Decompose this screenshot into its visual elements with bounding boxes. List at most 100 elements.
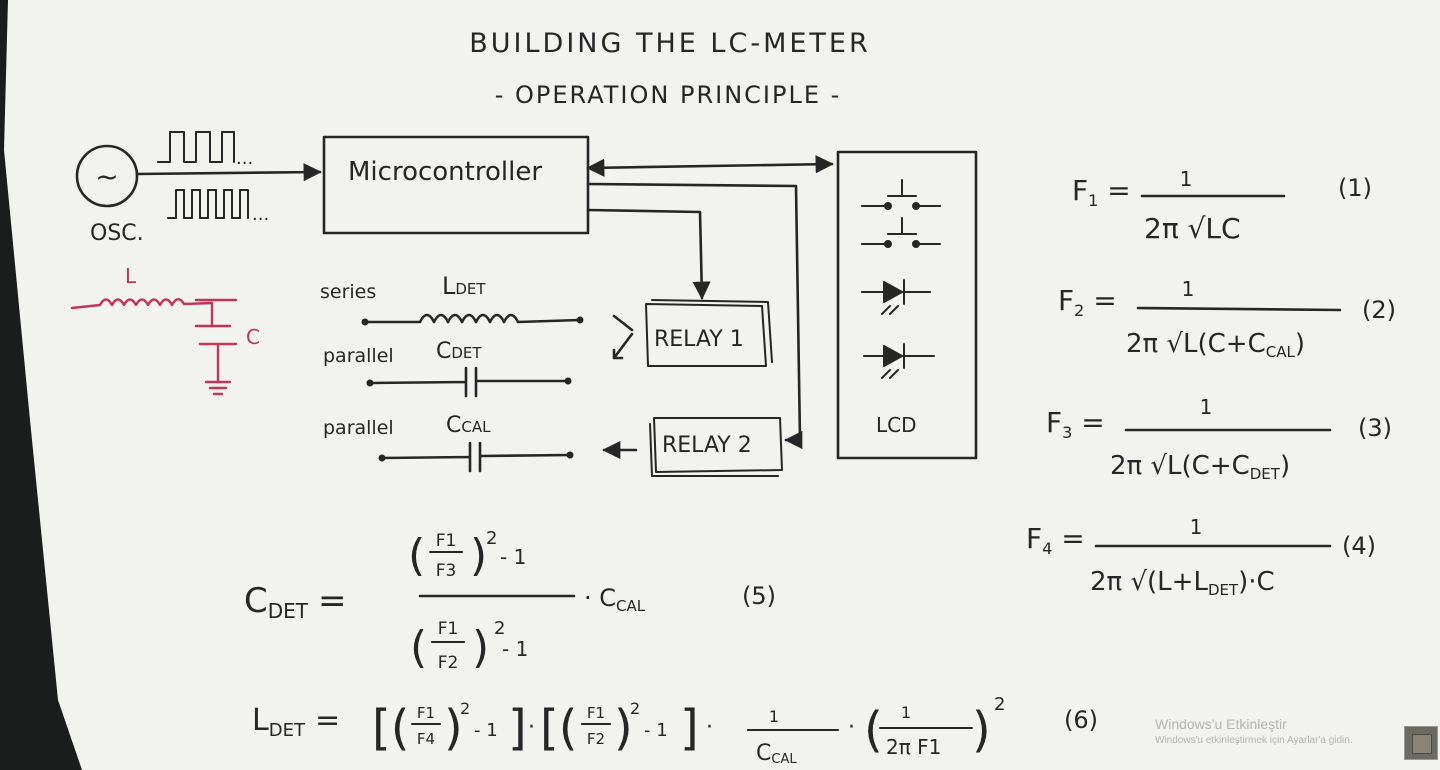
equation-4: F4 = 1 2π √(L+LDET)·C (4) <box>1026 515 1376 599</box>
parallel-label-1: parallel <box>323 345 394 367</box>
wave-slow <box>157 131 235 163</box>
svg-text:·: · <box>706 715 713 740</box>
svg-text:2: 2 <box>486 528 497 549</box>
svg-text:- 1: - 1 <box>500 545 526 569</box>
svg-text:F2: F2 <box>438 653 459 673</box>
svg-text:F1: F1 <box>587 704 605 722</box>
svg-text:(: ( <box>410 622 427 673</box>
svg-text:·: · <box>528 715 535 740</box>
svg-text:CDET=: CDET= <box>244 581 347 623</box>
svg-text:1: 1 <box>1190 515 1203 539</box>
svg-text:(6): (6) <box>1064 706 1098 734</box>
svg-text:2: 2 <box>630 699 640 718</box>
svg-text:F1: F1 <box>436 531 457 551</box>
svg-text:(1): (1) <box>1338 174 1372 202</box>
svg-text:CCAL: CCAL <box>756 741 797 767</box>
equation-6: LDET= [( F1 F4 ) 2 - 1 ] · [( F1 F2 ) 2 … <box>252 694 1098 767</box>
svg-text:F4: F4 <box>417 730 435 748</box>
ccal-name: CCAL <box>446 413 491 438</box>
relay-2-label: RELAY 2 <box>662 433 752 458</box>
svg-text:LDET=: LDET= <box>252 703 340 741</box>
svg-text:2π √LC: 2π √LC <box>1144 212 1241 245</box>
parallel-label-2: parallel <box>323 417 394 439</box>
svg-text:): ) <box>972 702 991 758</box>
relay-1-label: RELAY 1 <box>654 327 744 352</box>
lc-tank: L C <box>70 264 260 396</box>
svg-text:(4): (4) <box>1342 532 1376 560</box>
svg-text:]: ] <box>680 700 699 756</box>
title-line-2: - OPERATION PRINCIPLE - <box>495 81 842 109</box>
svg-text:F4 =: F4 = <box>1026 522 1085 558</box>
lcd-block: LCD <box>836 150 978 460</box>
relay-1: RELAY 1 <box>612 299 773 367</box>
parallel-cdet-row: parallel CDET <box>323 339 572 398</box>
svg-text:2: 2 <box>994 694 1005 715</box>
svg-text:1: 1 <box>1180 167 1193 191</box>
svg-text:F3 =: F3 = <box>1046 406 1105 442</box>
cdet-name: CDET <box>436 339 482 364</box>
equation-1: F1 = 1 2π √LC (1) <box>1072 167 1372 245</box>
svg-text:2: 2 <box>494 618 505 639</box>
svg-text:F1: F1 <box>417 704 435 722</box>
svg-text:[(: [( <box>372 700 409 756</box>
svg-text:2π √L(C+CDET): 2π √L(C+CDET) <box>1110 451 1290 483</box>
svg-text:- 1: - 1 <box>502 637 528 661</box>
push-button-2 <box>861 217 941 248</box>
svg-text:2: 2 <box>460 699 470 718</box>
equation-2: F2 = 1 2π √L(C+CCAL) (2) <box>1058 277 1396 361</box>
svg-text:2π √L(C+CCAL): 2π √L(C+CCAL) <box>1126 329 1305 361</box>
lcd-label: LCD <box>876 413 917 437</box>
svg-text:(: ( <box>864 702 883 758</box>
svg-text:1: 1 <box>1200 395 1213 419</box>
equation-5: CDET= ( F1 F3 ) 2 - 1 ( F1 F2 ) 2 - 1 · … <box>244 528 776 673</box>
mcu-relay1-line <box>586 208 711 300</box>
svg-text:- 1: - 1 <box>474 720 498 741</box>
oscillator-label: OSC. <box>90 221 144 246</box>
relay-2: RELAY 2 <box>602 417 783 477</box>
wave-slow-dots: ... <box>236 148 253 169</box>
svg-text:- 1: - 1 <box>644 720 668 741</box>
svg-text:F3: F3 <box>436 561 457 581</box>
led-1 <box>861 279 931 315</box>
parallel-ccal-row: parallel CCAL <box>323 413 574 473</box>
svg-text:): ) <box>444 700 463 756</box>
svg-text:[(: [( <box>540 700 577 756</box>
led-2 <box>863 343 935 379</box>
series-label: series <box>320 281 376 303</box>
svg-text:1: 1 <box>901 703 911 722</box>
svg-text:]: ] <box>508 700 527 756</box>
svg-text:): ) <box>472 622 489 673</box>
push-button-1 <box>861 179 941 210</box>
oscillator-symbol: ~ <box>95 160 118 193</box>
svg-text:F1: F1 <box>438 619 459 639</box>
title-line-1: BUILDING THE LC-METER <box>469 28 871 59</box>
wave-fast <box>167 189 249 219</box>
svg-text:· CCAL: · CCAL <box>584 584 646 615</box>
video-thumbnail-icon[interactable] <box>1404 726 1438 760</box>
windows-activation-watermark: Windows'u Etkinleştir Windows'u etkinleş… <box>1155 716 1353 746</box>
svg-text:): ) <box>470 530 487 581</box>
svg-text:(3): (3) <box>1358 414 1392 442</box>
svg-text:2π F1: 2π F1 <box>886 735 941 759</box>
svg-text:(: ( <box>408 530 425 581</box>
series-ldet-row: series LDET <box>320 272 584 326</box>
svg-text:1: 1 <box>1182 277 1195 301</box>
svg-text:2π √(L+LDET)·C: 2π √(L+LDET)·C <box>1090 567 1275 599</box>
watermark-subtitle: Windows'u etkinleştirmek için Ayarlar'a … <box>1155 735 1353 746</box>
watermark-title: Windows'u Etkinleştir <box>1155 716 1287 732</box>
paper-sheet <box>4 0 1440 770</box>
equation-3: F3 = 1 2π √L(C+CDET) (3) <box>1046 395 1392 483</box>
svg-text:F1 =: F1 = <box>1072 174 1131 210</box>
ldet-name: LDET <box>442 272 486 300</box>
svg-text:F2 =: F2 = <box>1058 284 1117 320</box>
wave-fast-dots: ... <box>252 204 269 225</box>
svg-text:·: · <box>848 715 855 740</box>
svg-text:F2: F2 <box>587 730 605 748</box>
oscillator: ~ OSC. ... ... <box>75 131 322 246</box>
svg-text:(2): (2) <box>1362 296 1396 324</box>
svg-text:): ) <box>614 700 633 756</box>
mcu-lcd-bus <box>586 155 834 177</box>
svg-text:1: 1 <box>769 707 779 726</box>
microcontroller-label: Microcontroller <box>348 157 542 187</box>
tank-l-label: L <box>125 264 137 288</box>
